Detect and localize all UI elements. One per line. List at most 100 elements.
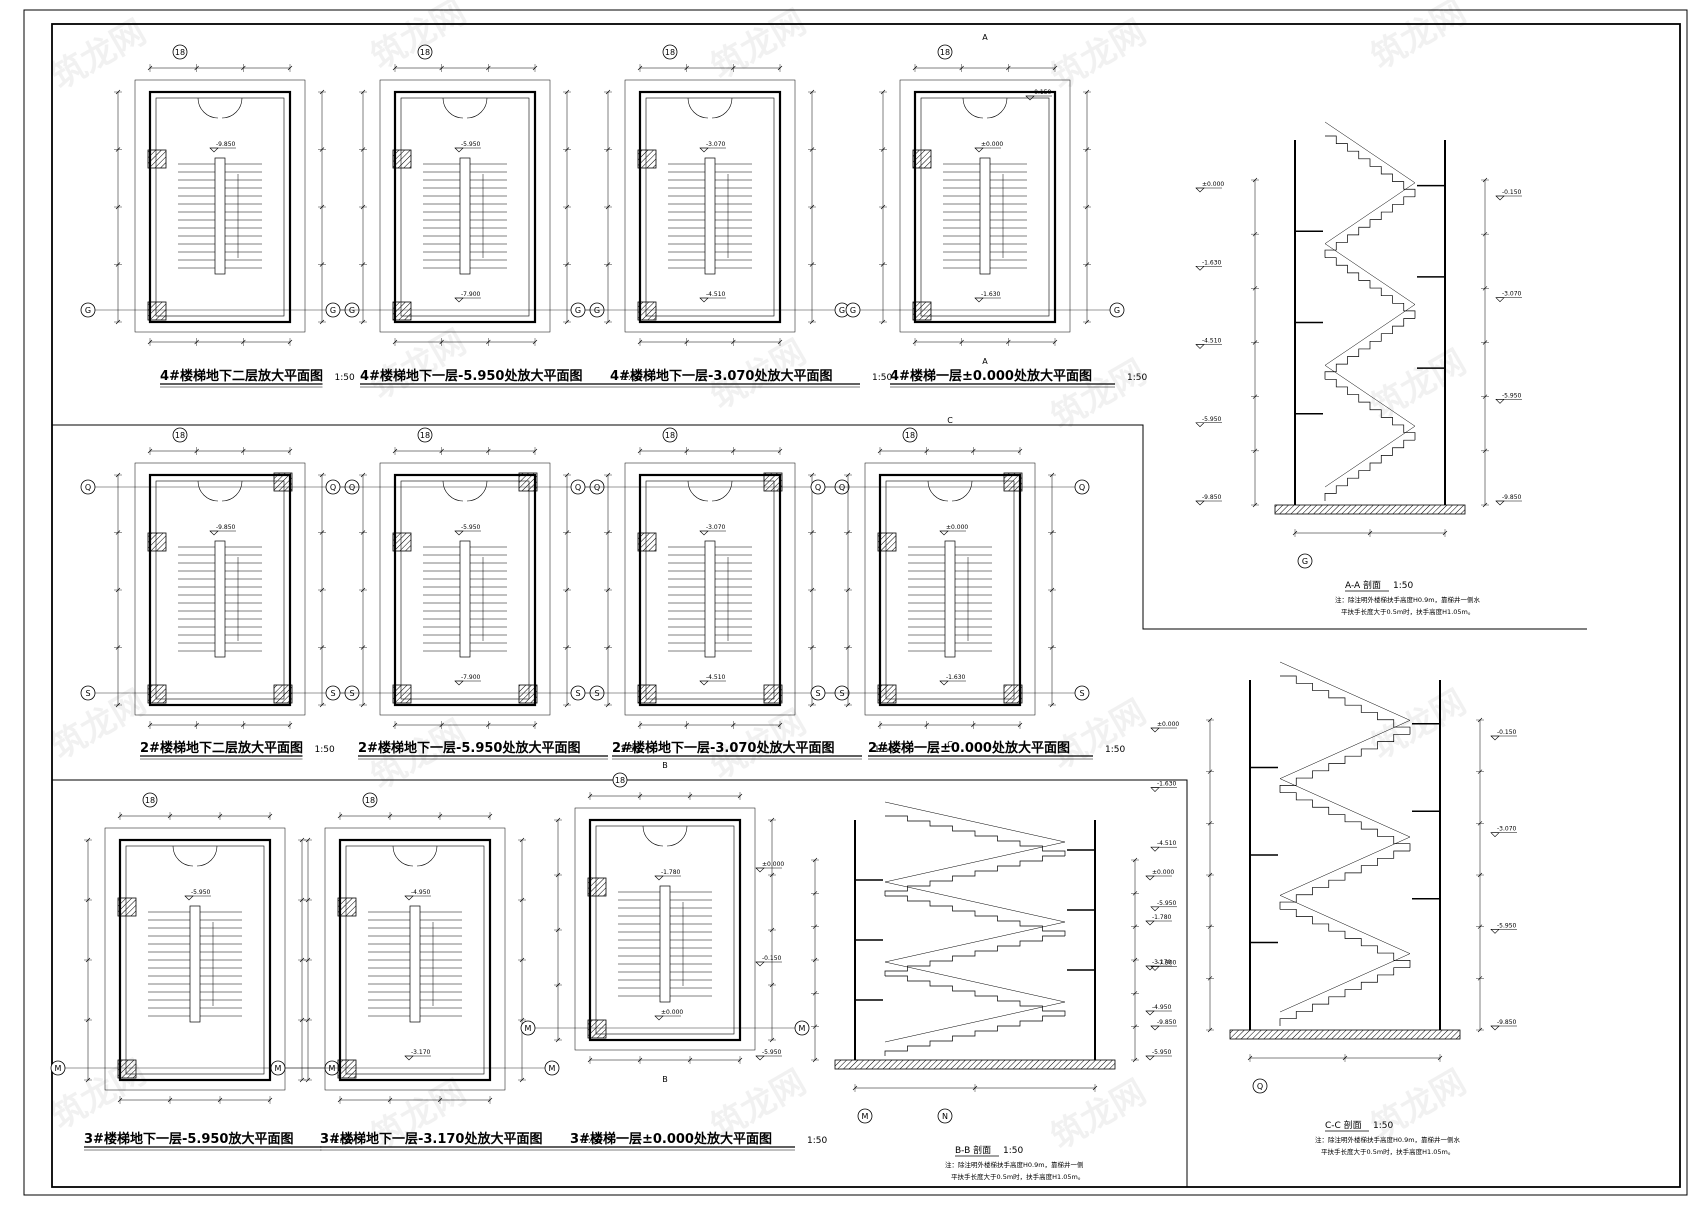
floor-level: -9.850 <box>216 524 236 531</box>
floor-level: -3.070 <box>706 524 726 531</box>
axis-bubble-h2-right-label: Q <box>1079 483 1085 492</box>
axis-bubble-h-right <box>1109 302 1125 318</box>
plan-title: 3#楼梯一层±0.000处放大平面图 <box>570 1131 772 1147</box>
stair-flight <box>885 815 1066 856</box>
stair-flight <box>1279 850 1410 910</box>
handrail <box>1279 720 1411 779</box>
section-axis-bubble-label: M <box>862 1112 869 1121</box>
column <box>637 684 657 704</box>
column <box>392 149 412 169</box>
stair-flight <box>1325 135 1416 197</box>
floor-level-2: ±0.000 <box>661 1009 683 1016</box>
axis-bubble-v <box>172 44 188 60</box>
axis-bubble-v-label: 18 <box>940 48 950 57</box>
floor-level: -9.850 <box>216 141 236 148</box>
plan-scale: 1:50 <box>582 1136 602 1146</box>
axis-bubble-v-label: 18 <box>145 796 155 805</box>
section-title: A-A 剖面 <box>1345 579 1381 591</box>
column <box>518 472 538 492</box>
plan-title: 3#楼梯地下一层-3.170处放大平面图 <box>320 1131 542 1147</box>
axis-bubble-h-right-label: G <box>839 306 845 315</box>
axis-bubble-h-right-label: S <box>349 689 354 698</box>
section-level-left: -4.510 <box>1157 840 1177 847</box>
section-mark-top: C <box>947 416 953 425</box>
stair-flight <box>1325 257 1416 319</box>
axis-bubble-h2 <box>810 479 826 495</box>
stair-well-handrail <box>214 540 226 658</box>
floor-level-2: -7.900 <box>461 291 481 298</box>
stair-wall-inner <box>400 97 530 317</box>
axis-bubble-h-right-label: M <box>329 1064 336 1073</box>
section-level-right: -5.950 <box>1152 1049 1172 1056</box>
axis-bubble-h-right-label: S <box>839 689 844 698</box>
plan-scale: 1:50 <box>335 373 355 383</box>
axis-bubble-h2-right-label: Q <box>349 483 355 492</box>
plan-outline <box>379 79 551 333</box>
stair-wall <box>878 473 1022 707</box>
door-swing <box>197 480 243 502</box>
stair-well-handrail <box>214 157 226 275</box>
axis-bubble-h-label: G <box>85 306 91 315</box>
stair-wall <box>338 838 492 1082</box>
plan-title: 2#楼梯地下二层放大平面图 <box>140 740 303 756</box>
floor-level: ±0.000 <box>946 524 968 531</box>
axis-bubble-v-label: 18 <box>365 796 375 805</box>
plan-scale: 1:50 <box>334 1136 354 1146</box>
stair-well-handrail <box>704 540 716 658</box>
plan-outline <box>899 79 1071 333</box>
section-axis-bubble <box>1297 553 1313 569</box>
axis-bubble-h2-right-label: Q <box>839 483 845 492</box>
column <box>392 684 412 704</box>
column <box>877 684 897 704</box>
door-swing <box>172 845 218 867</box>
axis-bubble-h2-label: Q <box>575 483 581 492</box>
floor-level-2: -4.510 <box>706 291 726 298</box>
plan-outline <box>574 807 756 1051</box>
section-axis-bubble-2 <box>937 1108 953 1124</box>
stair-well-handrail <box>944 540 956 658</box>
axis-bubble-h <box>325 302 341 318</box>
section-mark-top: B <box>662 761 668 770</box>
plan-outline <box>134 462 306 716</box>
axis-bubble-v <box>362 792 378 808</box>
door-swing <box>197 97 243 119</box>
plan-outline <box>104 827 286 1091</box>
axis-bubble-h <box>810 685 826 701</box>
section-title: B-B 剖面 <box>955 1144 991 1156</box>
column <box>392 532 412 552</box>
axis-bubble-h-right-label: G <box>349 306 355 315</box>
stair-wall-inner <box>595 825 735 1035</box>
axis-bubble-h <box>520 1020 536 1036</box>
stair-wall <box>148 90 292 324</box>
axis-bubble-h <box>80 302 96 318</box>
section-level-right: -3.170 <box>1152 959 1172 966</box>
door-swing <box>927 480 973 502</box>
axis-bubble-h-label: G <box>575 306 581 315</box>
axis-bubble-h-label: S <box>815 689 820 698</box>
handrail <box>1324 304 1416 366</box>
handrail <box>1279 836 1411 896</box>
section-level-left: -9.850 <box>1202 494 1222 501</box>
door-swing <box>962 97 1008 119</box>
column <box>877 532 897 552</box>
axis-bubble-h2-label: Q <box>85 483 91 492</box>
foundation-slab <box>1229 1029 1461 1040</box>
handrail <box>1279 953 1411 1013</box>
plan-title: 4#楼梯地下一层-5.950处放大平面图 <box>360 368 582 384</box>
stair-wall <box>588 818 742 1042</box>
plan-title: 2#楼梯地下一层-5.950处放大平面图 <box>358 740 580 756</box>
section-level-right: -9.850 <box>1497 1019 1517 1026</box>
stair-flight <box>884 855 1065 896</box>
axis-bubble-h2 <box>570 479 586 495</box>
plan-title: 4#楼梯地下一层-3.070处放大平面图 <box>610 368 832 384</box>
handrail <box>1279 661 1411 721</box>
section-note-2: 平扶手长度大于0.5m时，扶手高度H1.05m。 <box>951 1172 1084 1181</box>
axis-bubble-v <box>902 427 918 443</box>
section-mark-bottom: B <box>662 1075 668 1084</box>
door-swing <box>442 97 488 119</box>
axis-bubble-v <box>612 772 628 788</box>
